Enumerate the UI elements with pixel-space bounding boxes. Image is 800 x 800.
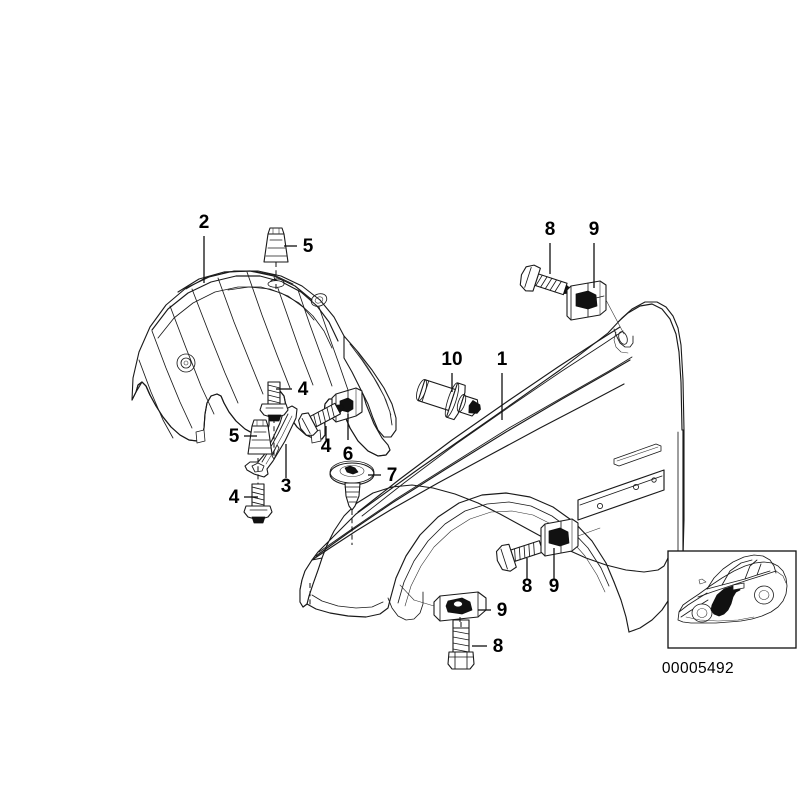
callout-8b: 8 [522, 576, 533, 597]
part-spacer-sleeve [416, 379, 481, 421]
callout-6: 6 [343, 444, 354, 465]
callout-4c: 4 [229, 487, 240, 508]
part-hex-screw-upper [519, 264, 573, 296]
inset-car-illustration [677, 554, 788, 624]
callout-8a: 8 [545, 219, 556, 240]
callout-10: 10 [441, 349, 462, 370]
callout-4b: 4 [321, 436, 332, 457]
part-expanding-rivet-top [263, 227, 289, 288]
callout-9a: 9 [589, 219, 600, 240]
callout-9c: 9 [497, 600, 508, 621]
part-tapping-screw-right [298, 402, 345, 436]
callout-3: 3 [281, 476, 292, 497]
part-front-fender [299, 301, 685, 633]
part-sealing-plug [329, 460, 375, 511]
inset-diagram-code: 00005492 [662, 660, 734, 677]
callout-8c: 8 [493, 636, 504, 657]
callout-2: 2 [199, 212, 210, 233]
part-tapping-screw-upper [259, 381, 289, 422]
assembly-alignment-lines [257, 284, 462, 628]
callout-5a: 5 [303, 236, 314, 257]
vehicle-locator-inset: 00005492 [662, 550, 797, 677]
part-hex-screw-bottom [447, 619, 475, 670]
callout-leaders [203, 236, 595, 647]
part-clip-nut-plate-bottom [399, 584, 487, 622]
callout-labels: 1 2 3 4 4 4 5 5 6 7 8 8 8 9 9 9 10 [199, 212, 600, 657]
part-wheel-housing-liner [131, 270, 397, 457]
callout-7: 7 [387, 465, 398, 486]
callout-9b: 9 [549, 576, 560, 597]
part-expanding-rivet-lower [247, 419, 273, 455]
callout-1: 1 [497, 349, 508, 370]
callout-5b: 5 [229, 426, 240, 447]
part-clip-nut-plate-lower-right [540, 518, 601, 557]
part-clip-nut-plate-upper [566, 280, 625, 335]
callout-4a: 4 [298, 379, 309, 400]
